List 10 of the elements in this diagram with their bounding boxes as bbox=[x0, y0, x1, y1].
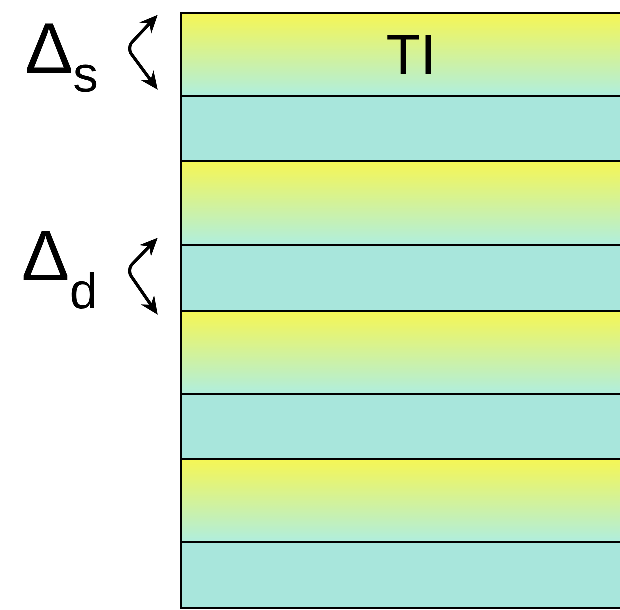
layer-band bbox=[180, 160, 620, 246]
delta-label: Δ$_{d}$ bbox=[24, 231, 95, 309]
layer-band bbox=[180, 244, 620, 312]
layer-band: TI bbox=[180, 12, 620, 98]
layer-band bbox=[180, 541, 620, 610]
layer-band bbox=[180, 458, 620, 544]
layer-band bbox=[180, 95, 620, 162]
layer-band bbox=[180, 310, 620, 396]
layer-band bbox=[180, 393, 620, 460]
delta-label: Δ$_{s}$ bbox=[27, 24, 97, 92]
